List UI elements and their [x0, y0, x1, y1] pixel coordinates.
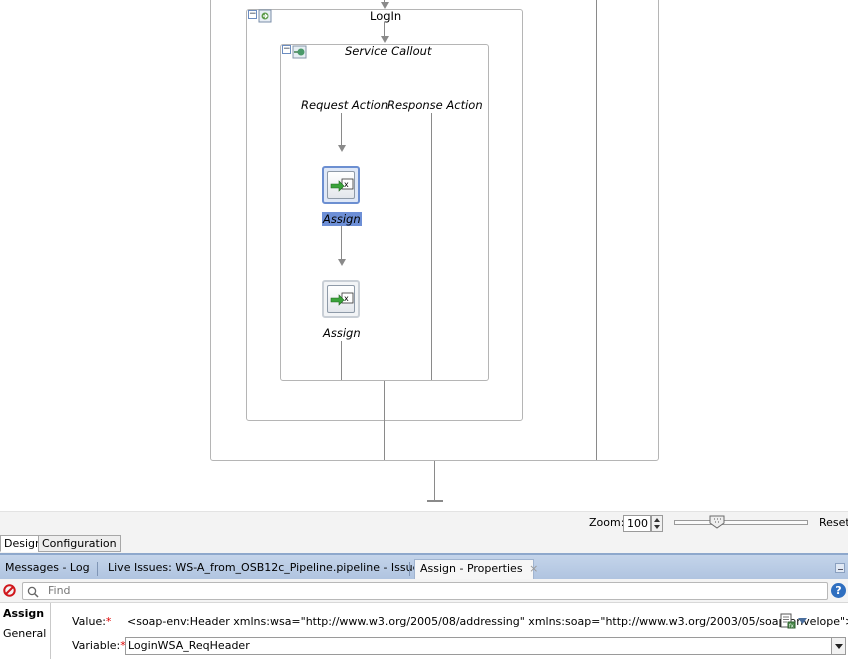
- panel-tab-bar: Messages - Log Live Issues: WS-A_from_OS…: [0, 553, 848, 579]
- zoom-slider-thumb[interactable]: [709, 515, 725, 529]
- value-label: Value:*: [72, 615, 112, 628]
- request-action-label: Request Action: [301, 98, 389, 112]
- svg-text:fx: fx: [789, 624, 794, 630]
- zoom-down-icon[interactable]: [654, 525, 660, 529]
- incoming-line: [384, 0, 385, 2]
- tab-messages-log[interactable]: Messages - Log: [5, 561, 90, 574]
- side-nav-general[interactable]: General: [3, 627, 47, 640]
- minimize-icon[interactable]: [835, 563, 845, 573]
- help-icon[interactable]: ?: [831, 583, 846, 598]
- svg-text:x: x: [344, 180, 349, 189]
- required-marker: *: [120, 639, 126, 652]
- editor-tabs: Design Configuration: [0, 533, 848, 553]
- tab-separator: [409, 562, 410, 576]
- required-marker: *: [105, 615, 112, 628]
- request-line-3: [341, 341, 342, 380]
- assign-1-label: Assign: [322, 212, 362, 226]
- variable-select[interactable]: LoginWSA_ReqHeader: [125, 637, 846, 655]
- request-line-1: [341, 113, 342, 145]
- assign-icon: x: [330, 178, 354, 192]
- incoming-arrow: [381, 2, 389, 9]
- tab-separator: [97, 562, 98, 576]
- side-nav-assign[interactable]: Assign: [3, 607, 45, 620]
- reset-button[interactable]: Reset: [819, 516, 848, 529]
- assign-2-label: Assign: [323, 326, 361, 340]
- no-entry-icon[interactable]: [3, 584, 16, 597]
- zoom-spinner[interactable]: [651, 515, 663, 532]
- variable-dropdown-icon[interactable]: [831, 638, 845, 654]
- find-input[interactable]: Find: [22, 582, 828, 600]
- assign-properties-form: Value:* <soap-env:Header xmlns:wsa="http…: [51, 603, 848, 659]
- assign-icon: x: [330, 292, 354, 306]
- find-placeholder: Find: [48, 584, 71, 597]
- value-expression[interactable]: <soap-env:Header xmlns:wsa="http://www.w…: [127, 615, 848, 628]
- svg-text:x: x: [344, 294, 349, 303]
- service-callout-box[interactable]: [280, 44, 489, 381]
- request-line-2: [341, 226, 342, 259]
- assign-action-1[interactable]: x: [322, 166, 360, 204]
- collapse-icon[interactable]: −: [282, 44, 291, 54]
- zoom-label: Zoom:: [589, 516, 625, 529]
- login-stage-label: LogIn: [370, 9, 402, 23]
- callout-out-line: [384, 381, 385, 460]
- expression-editor-icon[interactable]: fx: [780, 613, 796, 629]
- zoom-slider[interactable]: [674, 520, 808, 525]
- search-icon: [27, 586, 39, 598]
- variable-value: LoginWSA_ReqHeader: [128, 639, 250, 652]
- zoom-input[interactable]: 100: [623, 515, 651, 532]
- tab-assign-properties-label: Assign - Properties: [420, 562, 523, 575]
- tab-configuration[interactable]: Configuration: [38, 535, 121, 552]
- zoom-up-icon[interactable]: [654, 518, 660, 522]
- service-callout-label: Service Callout: [345, 44, 432, 58]
- chevron-down-icon[interactable]: [798, 618, 807, 624]
- response-action-line: [431, 113, 432, 380]
- flow-end-bar: [427, 500, 443, 502]
- request-arrow-1: [338, 145, 346, 152]
- tab-assign-properties[interactable]: Assign - Properties ×: [414, 559, 538, 579]
- stage-to-callout-line: [384, 22, 385, 36]
- pipeline-canvas[interactable]: − LogIn − Service Callout Request Action…: [0, 0, 848, 511]
- zoom-bar: Zoom: 100 Reset: [0, 511, 848, 533]
- right-flow-line: [596, 0, 597, 460]
- stage-to-callout-arrow: [381, 36, 389, 43]
- response-action-label: Response Action: [387, 98, 483, 112]
- pipeline-out-line: [434, 461, 435, 500]
- tab-live-issues[interactable]: Live Issues: WS-A_from_OSB12c_Pipeline.p…: [108, 561, 426, 574]
- collapse-icon[interactable]: −: [248, 9, 257, 19]
- stage-icon: [258, 9, 272, 23]
- close-icon[interactable]: ×: [529, 562, 539, 575]
- assign-action-2[interactable]: x: [322, 280, 360, 318]
- variable-label: Variable:*: [72, 639, 126, 652]
- request-arrow-2: [338, 259, 346, 266]
- find-bar: Find ?: [0, 579, 848, 603]
- properties-side-nav: Assign General: [0, 603, 51, 659]
- service-callout-icon: [292, 45, 307, 59]
